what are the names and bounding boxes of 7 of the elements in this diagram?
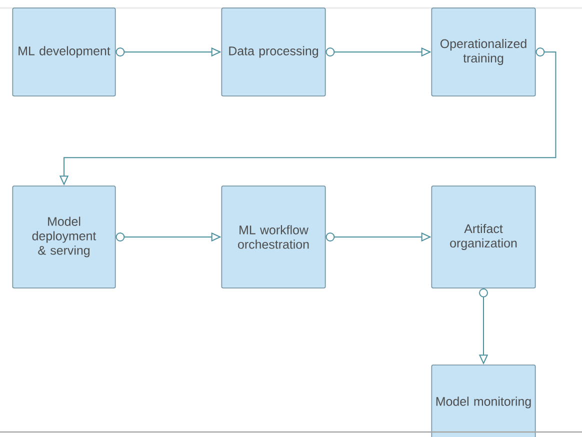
process-box: Model monitoring	[431, 364, 536, 437]
process-box: Data processing	[221, 8, 326, 96]
process-box: ML development	[12, 8, 116, 96]
process-box: Operationalized training	[431, 8, 536, 96]
process-box: Model deployment & serving	[12, 186, 116, 288]
process-box: ML workflow orchestration	[221, 186, 326, 288]
process-box: Artifact organization	[431, 186, 536, 288]
